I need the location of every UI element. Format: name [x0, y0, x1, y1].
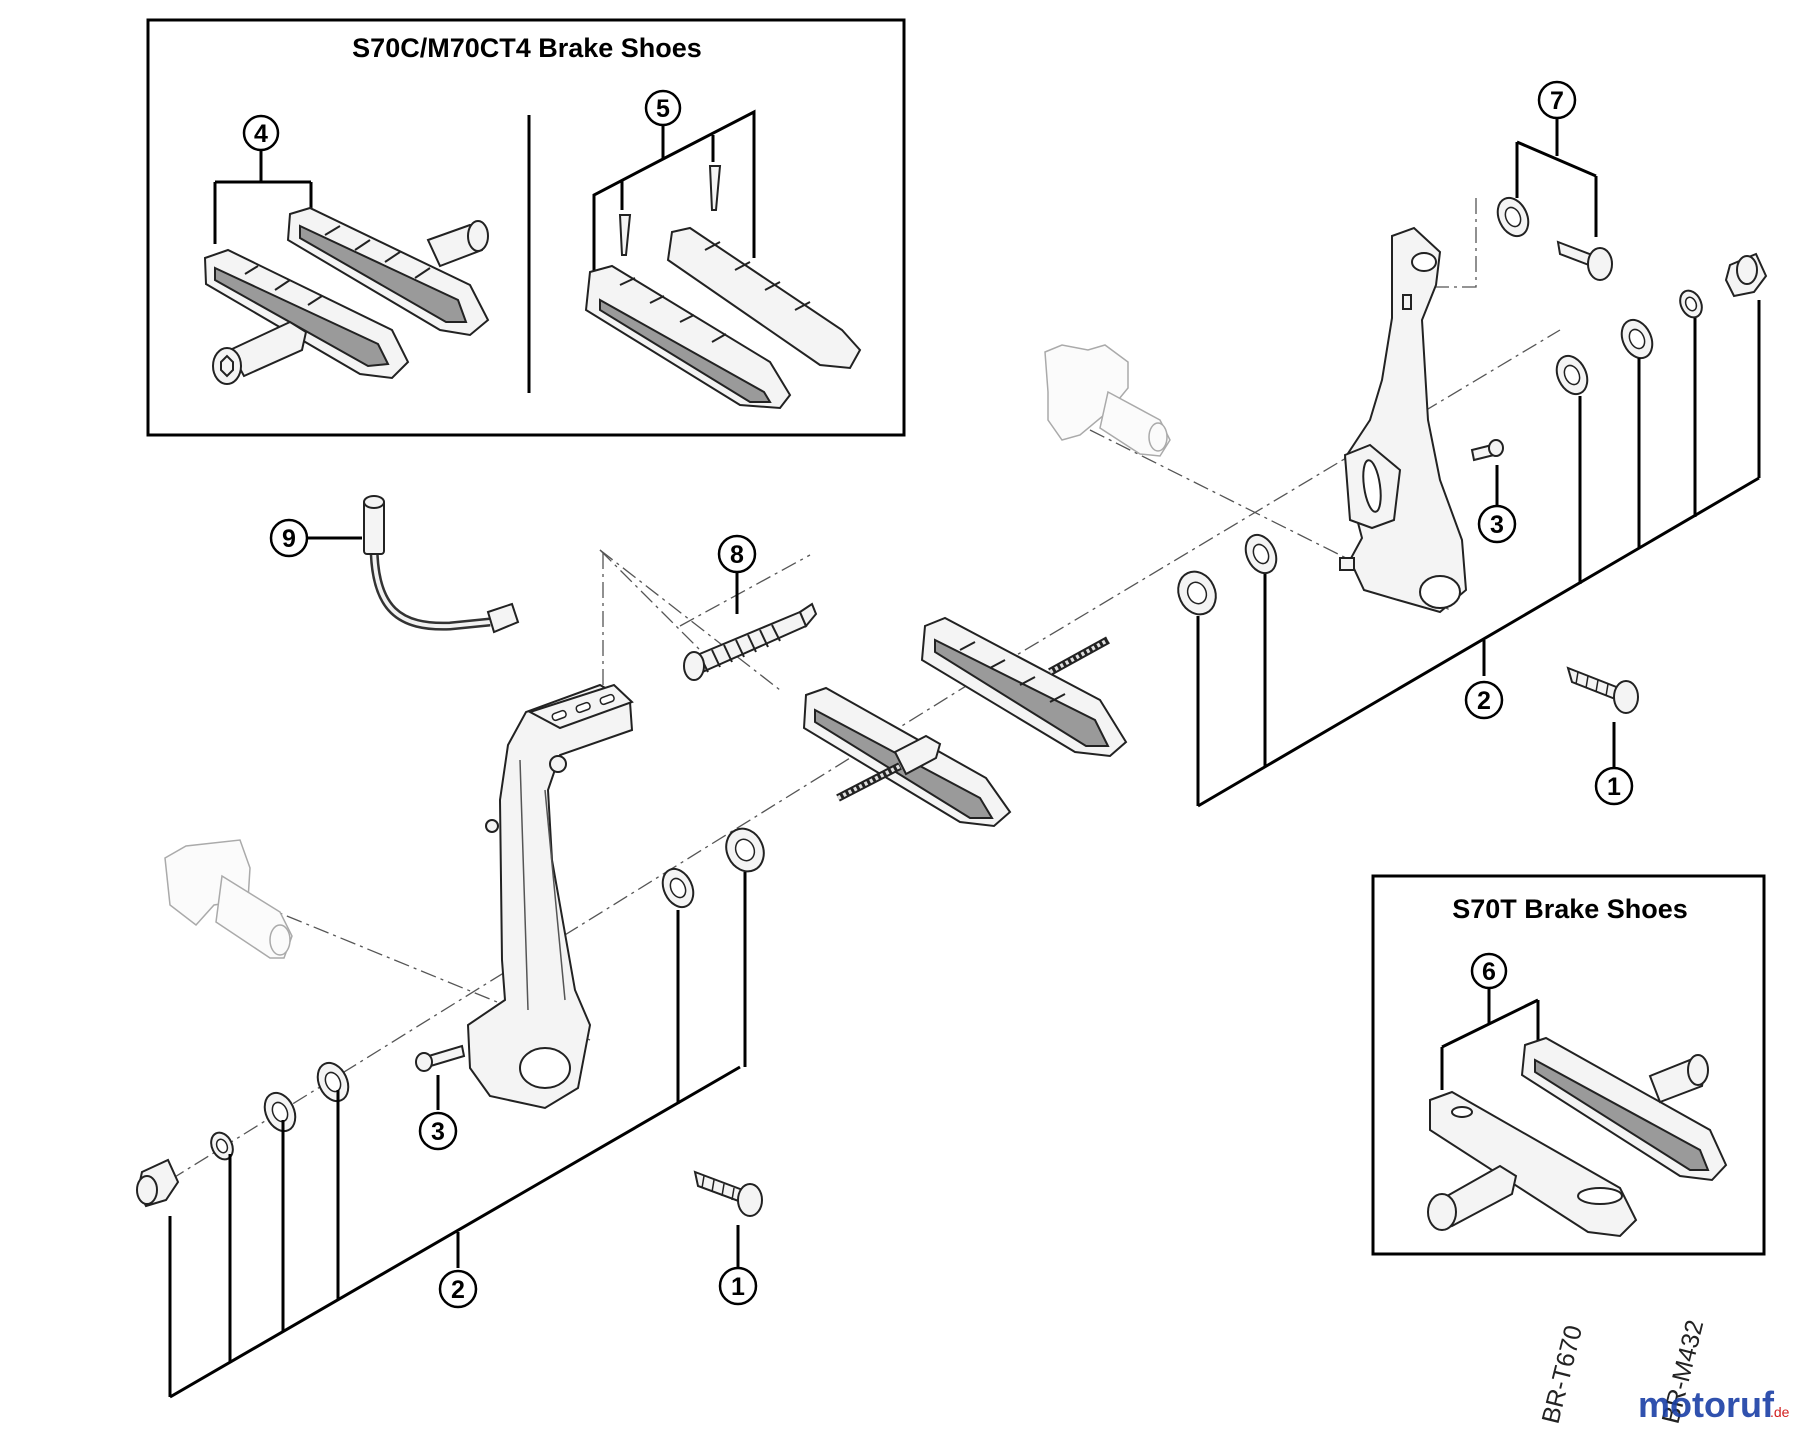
cable-lead-pipe: [363, 495, 520, 634]
callout-6[interactable]: 6: [1470, 952, 1508, 990]
svg-text:3: 3: [1490, 511, 1504, 539]
replacement-pad-lower: [584, 264, 792, 410]
svg-text:1: 1: [731, 1273, 745, 1301]
svg-text:1: 1: [1607, 773, 1621, 801]
callout-2-left[interactable]: 2: [438, 1269, 478, 1309]
svg-text:2: 2: [1477, 687, 1491, 715]
brake-arm-left: [164, 683, 634, 1110]
svg-text:5: 5: [656, 95, 670, 123]
callout-8[interactable]: 8: [717, 534, 757, 574]
pivot-bolt-right: [1566, 666, 1639, 714]
inset-s70c-m70ct4: S70C/M70CT4 Brake Shoes 4 5: [146, 18, 906, 437]
svg-text:4: 4: [254, 120, 268, 148]
watermark-tld: .de: [1770, 1404, 1790, 1420]
inset-s70t: S70T Brake Shoes 6: [1371, 874, 1766, 1256]
watermark-brand: motoruf: [1638, 1384, 1775, 1425]
inset-top-title: S70C/M70CT4 Brake Shoes: [352, 33, 702, 63]
brake-shoe-s70c-lower: [203, 248, 410, 385]
svg-text:7: 7: [1550, 87, 1564, 115]
brake-shoe-s70t-upper: [1520, 1036, 1728, 1182]
svg-text:9: 9: [282, 525, 296, 553]
brake-arm-right: [1044, 226, 1468, 614]
spring-screw-left: [415, 1044, 466, 1072]
brake-shoe-s70c-upper: [286, 206, 490, 337]
cable-boot: [683, 602, 818, 681]
svg-text:3: 3: [431, 1118, 445, 1146]
fixing-bolt-top: [1556, 240, 1613, 281]
callout-3-left[interactable]: 3: [418, 1111, 458, 1151]
hardware-right-stack: [1177, 196, 1768, 616]
replacement-pad-upper: [666, 226, 862, 370]
motoruf-watermark: motoruf .de: [1638, 1384, 1790, 1425]
spring-screw-right: [1470, 439, 1504, 462]
inset-bottom-title: S70T Brake Shoes: [1452, 894, 1688, 924]
callout-5[interactable]: 5: [644, 89, 682, 127]
callout-1-left[interactable]: 1: [718, 1266, 758, 1306]
model-code-1: BR-T670: [1537, 1323, 1588, 1427]
callout-2-right[interactable]: 2: [1464, 680, 1504, 720]
pad-pin-2: [618, 214, 632, 256]
hardware-left-stack: [136, 827, 765, 1208]
callout-7[interactable]: 7: [1537, 80, 1577, 120]
leader-lines: [168, 118, 1761, 1399]
pivot-bolt-left: [693, 1170, 763, 1217]
callout-9[interactable]: 9: [269, 518, 309, 558]
svg-text:6: 6: [1482, 958, 1496, 986]
brake-shoe-center-left: [802, 686, 1012, 828]
callout-3-right[interactable]: 3: [1477, 504, 1517, 544]
callout-4[interactable]: 4: [242, 114, 280, 152]
callout-1-right[interactable]: 1: [1594, 766, 1634, 806]
svg-text:2: 2: [451, 1276, 465, 1304]
pad-pin-1: [708, 165, 722, 211]
brake-shoe-s70t-lower: [1427, 1090, 1638, 1238]
brake-shoe-center-right: [920, 616, 1128, 758]
svg-text:8: 8: [730, 541, 744, 569]
